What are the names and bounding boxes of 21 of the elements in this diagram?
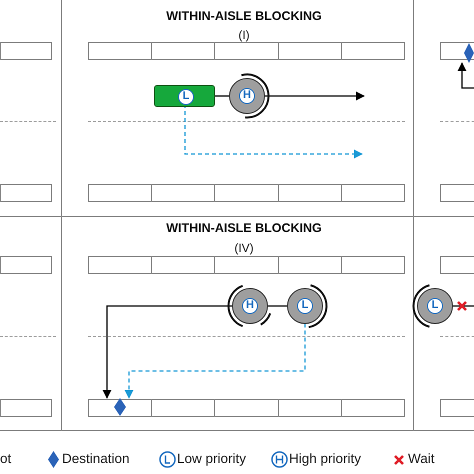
panel-title: WITHIN-AISLE BLOCKING	[166, 9, 322, 23]
connector-line	[215, 95, 230, 97]
destination-diamond	[464, 43, 474, 63]
destination-diamond	[114, 398, 126, 416]
dashed-arrow	[184, 104, 363, 158]
legend-label: Destination	[62, 451, 130, 466]
legend-label: ot	[0, 451, 12, 466]
connector-line	[452, 305, 474, 307]
legend-label: Low priority	[177, 451, 246, 466]
arrow	[458, 62, 474, 89]
arrow	[264, 92, 365, 100]
arrow	[102, 305, 232, 399]
dashed-arrow	[124, 324, 306, 399]
panel-title: WITHIN-AISLE BLOCKING	[166, 221, 322, 235]
cart-box	[154, 85, 215, 107]
panel-number: (I)	[238, 28, 250, 42]
legend-label: Wait	[408, 451, 434, 466]
legend-label: High priority	[289, 451, 362, 466]
priority-marker: L	[178, 89, 194, 105]
connector-line	[268, 305, 288, 307]
panel-number: (IV)	[234, 241, 254, 255]
